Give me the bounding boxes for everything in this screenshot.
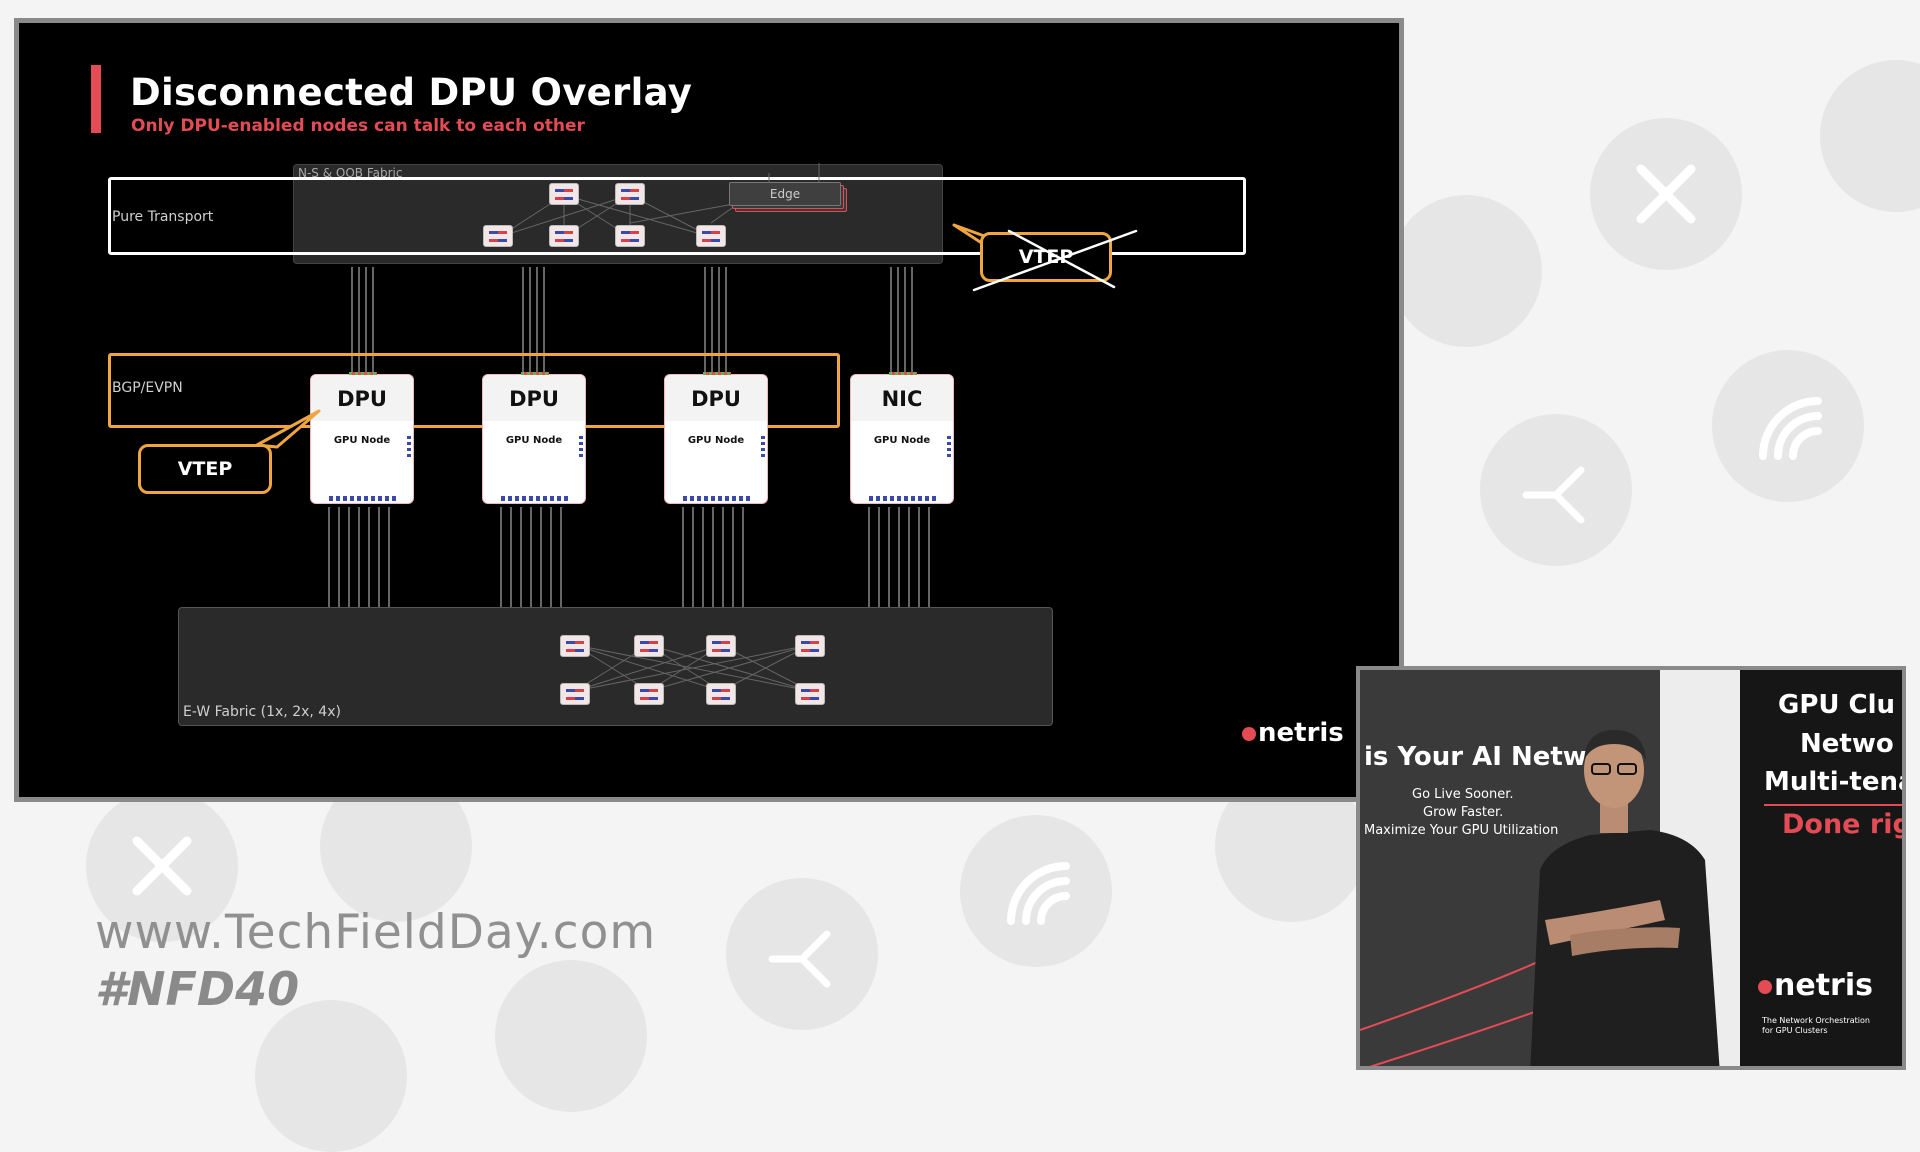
node-subtitle: GPU Node [505, 435, 563, 446]
title-accent-bar [91, 65, 101, 133]
banner-tagline-1: The Network Orchestration [1762, 1016, 1870, 1025]
bg-circle [1712, 350, 1864, 502]
bgp-evpn-label: BGP/EVPN [112, 380, 183, 396]
node-side-ports [407, 435, 411, 457]
bg-circle [255, 1000, 407, 1152]
ew-leaf-switch-icon [706, 683, 736, 705]
ew-spine-switch-icon [706, 635, 736, 657]
netris-logo: netris [1242, 718, 1344, 748]
node-bottom-ports [869, 496, 937, 501]
banner-line-2: Grow Faster. [1423, 805, 1504, 820]
speaker-camera-feed: is Your AI Netwo Go Live Sooner. Grow Fa… [1356, 666, 1906, 1070]
node-top-ports [889, 372, 917, 376]
node-subtitle: GPU Node [333, 435, 391, 446]
gpu-node-dpu-2: DPU GPU Node [482, 372, 586, 504]
node-subtitle: GPU Node [873, 435, 931, 446]
vtep-label: VTEP [177, 458, 233, 480]
wrench-icon [132, 836, 192, 896]
ew-fabric-label: E-W Fabric (1x, 2x, 4x) [183, 704, 341, 720]
ns-leaf-switch-icon [615, 225, 645, 247]
branch-icon [768, 930, 831, 988]
banner-right-line-2: Netwo [1800, 729, 1894, 759]
banner-right [1740, 670, 1902, 1066]
bg-circle [1590, 118, 1742, 270]
bg-circle [726, 878, 878, 1030]
wifi-icon [1007, 862, 1070, 925]
ns-fabric-mesh [328, 163, 930, 607]
ew-spine-switch-icon [560, 635, 590, 657]
banner-line-3: Maximize Your GPU Utilization [1364, 823, 1559, 838]
bgp-evpn-box [108, 353, 840, 428]
edge-box: Edge [729, 182, 841, 206]
ew-leaf-switch-icon [560, 683, 590, 705]
node-type: DPU [311, 375, 413, 421]
node-type: DPU [483, 375, 585, 421]
presenter-figure [1530, 730, 1720, 1066]
gpu-node-dpu-3: DPU GPU Node [664, 372, 768, 504]
node-bottom-ports [501, 496, 569, 501]
ns-spine-switch-icon [615, 183, 645, 205]
node-side-ports [579, 435, 583, 457]
bg-circle [1480, 414, 1632, 566]
banner-logo: netris [1758, 968, 1873, 1003]
banner-headline: is Your AI Netwo [1364, 742, 1605, 772]
node-type: NIC [851, 375, 953, 421]
ew-spine-switch-icon [795, 635, 825, 657]
gpu-node-dpu-1: DPU GPU Node [310, 372, 414, 504]
bg-circle [495, 960, 647, 1112]
node-side-ports [761, 435, 765, 457]
wifi-icon [1759, 397, 1822, 460]
node-top-ports [703, 372, 731, 376]
cross-out-icon [972, 229, 1138, 292]
vtep-crossed-label: VTEP [1018, 246, 1074, 268]
ew-spine-switch-icon [634, 635, 664, 657]
ew-leaf-switch-icon [795, 683, 825, 705]
banner-right-line-1: GPU Clu [1778, 690, 1896, 720]
netris-logo-text: netris [1258, 718, 1344, 748]
node-bottom-ports [683, 496, 751, 501]
ns-leaf-switch-icon [696, 225, 726, 247]
bg-circle [960, 815, 1112, 967]
ns-leaf-switch-icon [483, 225, 513, 247]
presentation-slide: Disconnected DPU Overlay Only DPU-enable… [14, 18, 1404, 802]
pure-transport-label: Pure Transport [112, 209, 214, 225]
slide-title: Disconnected DPU Overlay [130, 71, 693, 114]
footer-hashtag: #NFD40 [95, 962, 300, 1016]
banner-line-1: Go Live Sooner. [1412, 787, 1514, 802]
banner-logo-icon [1758, 979, 1772, 994]
vtep-box: VTEP [138, 444, 272, 494]
node-subtitle: GPU Node [687, 435, 745, 446]
bg-circle [86, 790, 238, 942]
node-top-ports [521, 372, 549, 376]
node-type: DPU [665, 375, 767, 421]
footer-url: www.TechFieldDay.com [95, 905, 657, 960]
gpu-node-nic: NIC GPU Node [850, 372, 954, 504]
ns-oob-fabric-box [293, 164, 943, 264]
bg-circle [1820, 60, 1920, 212]
banner-right-divider [1764, 804, 1902, 806]
banner-tagline-2: for GPU Clusters [1762, 1026, 1828, 1035]
banner-right-line-4: Done rig [1782, 809, 1906, 840]
wrench-icon [1636, 164, 1696, 224]
ew-leaf-switch-icon [634, 683, 664, 705]
node-top-ports [349, 372, 377, 376]
banner-right-line-3: Multi-tena [1764, 767, 1906, 797]
edge-label: Edge [769, 187, 801, 201]
branch-icon [1522, 466, 1585, 524]
ns-spine-switch-icon [549, 183, 579, 205]
ew-fabric-box [178, 607, 1053, 726]
node-side-ports [947, 435, 951, 457]
slide-subtitle: Only DPU-enabled nodes can talk to each … [131, 116, 585, 136]
node-bottom-ports [329, 496, 397, 501]
pure-transport-box [108, 177, 1246, 255]
bg-circle [1390, 195, 1542, 347]
ns-leaf-switch-icon [549, 225, 579, 247]
netris-logo-icon [1242, 726, 1256, 741]
banner-logo-text: netris [1774, 968, 1873, 1003]
ns-oob-fabric-label: N-S & OOB Fabric [298, 166, 403, 180]
